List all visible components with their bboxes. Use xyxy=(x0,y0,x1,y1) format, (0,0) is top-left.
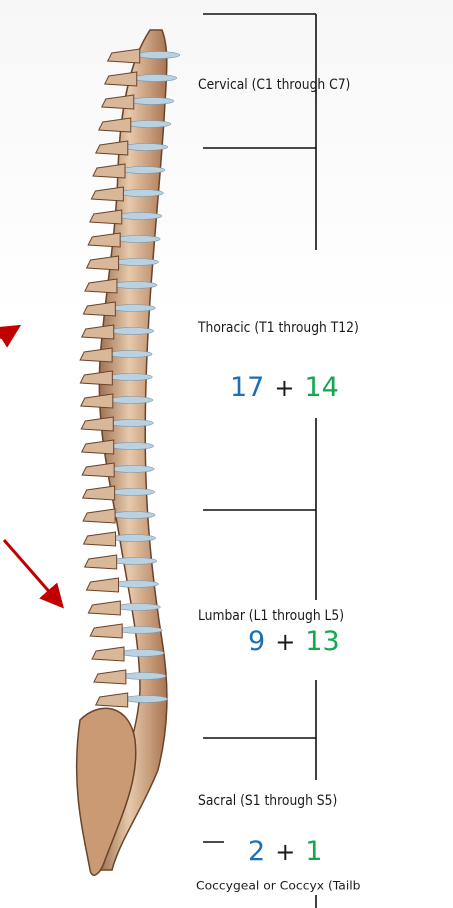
disc xyxy=(118,627,162,634)
sum-thoracic-a: 17 xyxy=(230,372,264,403)
spinous-process xyxy=(83,302,115,316)
sum-lumbar-b: 13 xyxy=(305,626,339,657)
disc xyxy=(111,305,155,312)
label-sacral: Sacral (S1 through S5) xyxy=(198,793,337,809)
spinous-process xyxy=(102,95,134,109)
spinous-process xyxy=(82,325,114,339)
spinous-process xyxy=(87,256,119,270)
sum-thoracic-b: 14 xyxy=(304,372,338,403)
disc xyxy=(113,558,157,565)
red-arrows xyxy=(0,328,60,604)
disc xyxy=(122,673,166,680)
disc xyxy=(109,420,153,427)
disc xyxy=(116,604,160,611)
disc xyxy=(136,52,180,59)
sum-lumbar: 9 +13 xyxy=(248,628,340,655)
sum-sacral-a: 2 xyxy=(248,836,265,867)
disc xyxy=(116,236,160,243)
spinous-process xyxy=(90,624,122,638)
disc xyxy=(124,144,168,151)
disc xyxy=(113,282,157,289)
spinous-process xyxy=(108,49,140,63)
spinous-process xyxy=(84,532,116,546)
spinous-process xyxy=(92,647,124,661)
arrow-lumbar xyxy=(4,540,60,604)
disc xyxy=(110,443,154,450)
sum-thoracic: 17 +14 xyxy=(230,374,339,401)
label-coccygeal: Coccygeal or Coccyx (Tailb xyxy=(196,880,360,893)
spinous-process xyxy=(80,371,112,385)
disc xyxy=(119,190,163,197)
disc xyxy=(109,397,153,404)
spinous-process xyxy=(81,394,113,408)
spinous-process xyxy=(99,118,131,132)
spinous-process xyxy=(88,233,120,247)
spinous-process xyxy=(96,141,128,155)
arrow-thoracic xyxy=(0,328,16,338)
spinous-process xyxy=(82,463,114,477)
disc xyxy=(121,167,165,174)
spinous-process xyxy=(93,164,125,178)
disc xyxy=(118,213,162,220)
disc xyxy=(110,466,154,473)
spinous-process xyxy=(83,486,115,500)
spinous-process xyxy=(94,670,126,684)
sacrum xyxy=(77,708,136,875)
disc xyxy=(108,351,152,358)
region-brackets xyxy=(203,14,316,908)
disc xyxy=(133,75,177,82)
sum-sacral: 2 +1 xyxy=(248,838,322,865)
sum-lumbar-op: + xyxy=(275,628,295,656)
spinous-process xyxy=(105,72,137,86)
spinous-process xyxy=(90,210,122,224)
spinous-process xyxy=(96,693,128,707)
spinous-process xyxy=(85,555,117,569)
sum-lumbar-a: 9 xyxy=(248,626,265,657)
disc xyxy=(120,650,164,657)
label-cervical: Cervical (C1 through C7) xyxy=(198,77,350,93)
sum-sacral-op: + xyxy=(275,838,295,866)
spinous-process xyxy=(82,440,114,454)
sum-sacral-b: 1 xyxy=(305,836,322,867)
label-lumbar: Lumbar (L1 through L5) xyxy=(198,608,344,624)
spinous-process xyxy=(85,279,117,293)
disc xyxy=(110,328,154,335)
label-coccygeal-clip: Coccygeal or Coccyx (Tailb xyxy=(196,878,453,908)
spinous-process xyxy=(88,601,120,615)
spinous-process xyxy=(80,348,112,362)
disc xyxy=(130,98,174,105)
disc xyxy=(108,374,152,381)
spinous-process xyxy=(83,509,115,523)
spinous-process xyxy=(87,578,119,592)
sum-thoracic-op: + xyxy=(274,374,294,402)
spine-illustration xyxy=(77,30,180,875)
spinous-process xyxy=(81,417,113,431)
label-thoracic: Thoracic (T1 through T12) xyxy=(198,320,359,336)
disc xyxy=(124,696,168,703)
disc xyxy=(111,489,155,496)
disc xyxy=(127,121,171,128)
disc xyxy=(115,259,159,266)
disc xyxy=(111,512,155,519)
spinous-process xyxy=(91,187,123,201)
disc xyxy=(115,581,159,588)
disc xyxy=(112,535,156,542)
